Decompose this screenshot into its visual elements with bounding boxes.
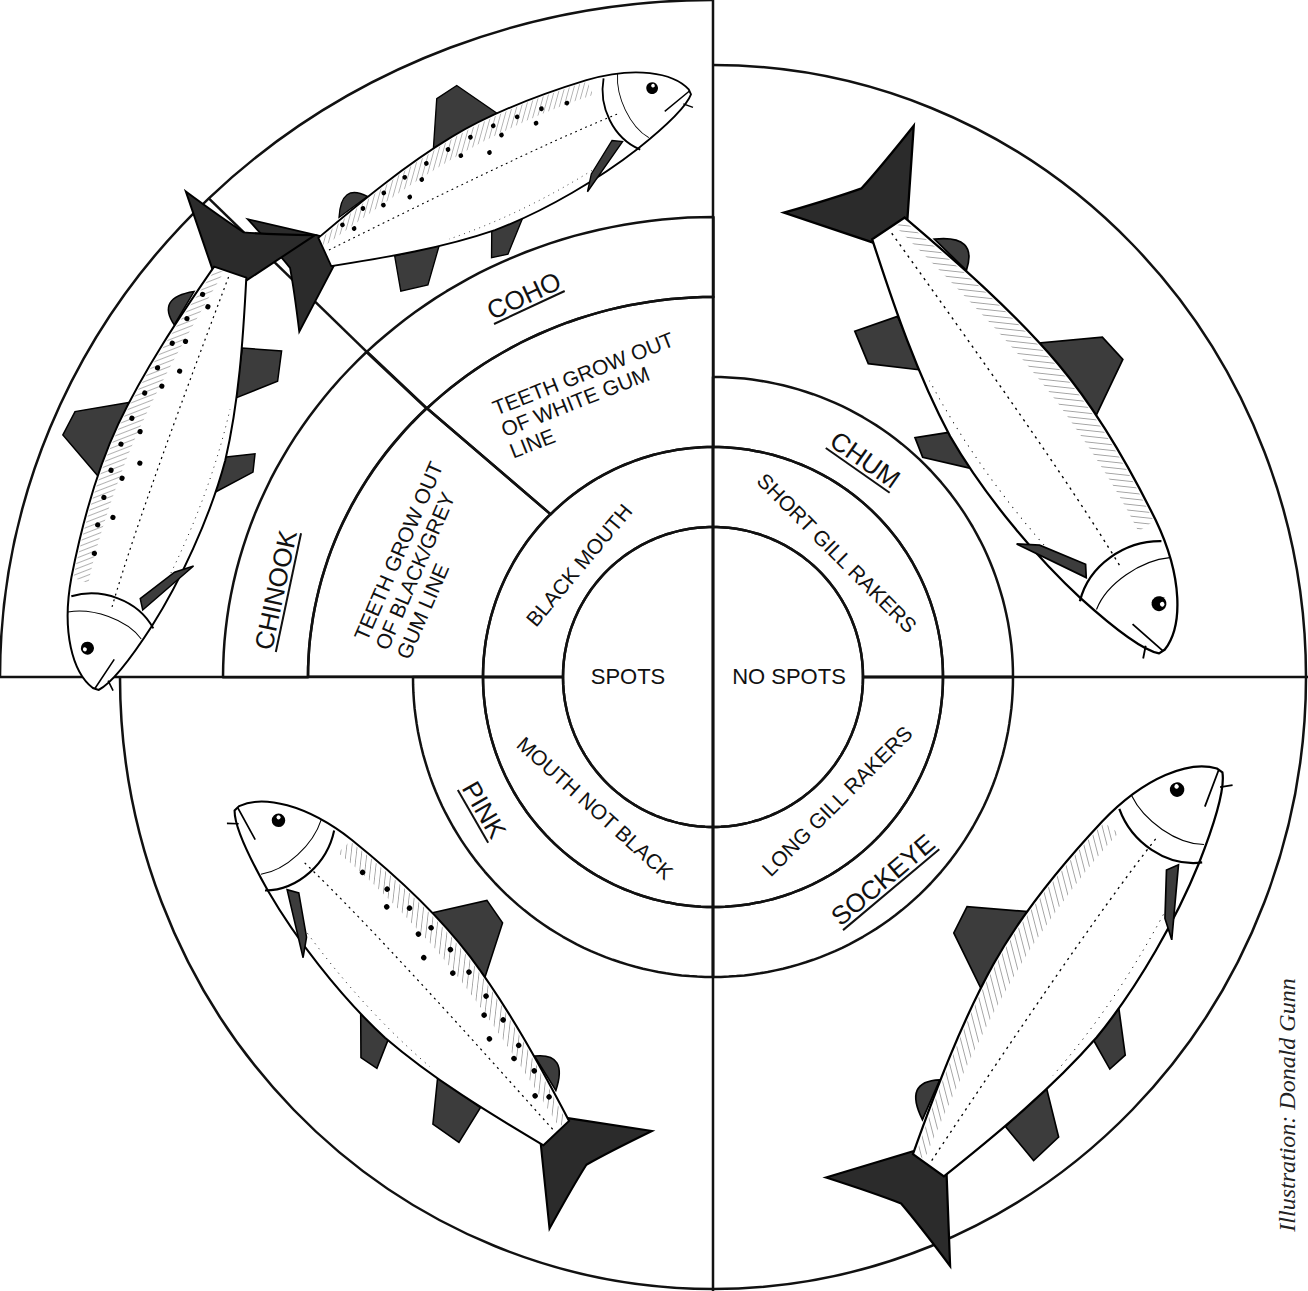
- segment-outline: [713, 447, 943, 677]
- text-holder: COHO: [483, 267, 566, 326]
- key-text: TEETH GROW OUT OF WHITE GUM LINE: [489, 324, 704, 463]
- key-text: MOUTH NOT BLACK: [513, 732, 678, 884]
- wheel-segment: SHORT GILL RAKERS: [710, 444, 946, 680]
- segment-outline: [563, 527, 713, 827]
- credit-note: Illustration: Donald Gunn: [1274, 978, 1300, 1231]
- segment-outline: [480, 444, 716, 680]
- text-holder: TEETH GROW OUT OF WHITE GUM LINE: [489, 324, 704, 463]
- species-name: COHO: [483, 267, 566, 326]
- text-holder: TEETH GROW OUT OF BLACK/GREY GUM LINE: [350, 448, 495, 663]
- key-text: SHORT GILL RAKERS: [753, 468, 922, 637]
- segment-outline: [480, 674, 716, 910]
- key-text: TEETH GROW OUT OF BLACK/GREY GUM LINE: [350, 448, 495, 663]
- wheel-segment: MOUTH NOT BLACK: [480, 674, 716, 910]
- text-holder: SOCKEYE: [826, 829, 941, 932]
- text-holder: Illustration: Donald Gunn: [1274, 978, 1300, 1231]
- segment-outline: [713, 377, 1013, 677]
- segment-outline: [710, 674, 1016, 980]
- wheel-segment: CHUM: [710, 374, 1016, 680]
- text-holder: CHINOOK: [249, 527, 302, 652]
- species-name: SOCKEYE: [826, 829, 941, 932]
- species-name: CHINOOK: [249, 527, 302, 652]
- species-name: PINK: [456, 776, 511, 843]
- text-holder: SPOTS: [591, 665, 666, 689]
- text-holder: NO SPOTS: [732, 665, 846, 689]
- text-holder: SHORT GILL RAKERS: [753, 468, 922, 637]
- key-text: NO SPOTS: [732, 665, 846, 689]
- segment-outline: [710, 374, 1016, 680]
- wheel-segment: BLACK MOUTH: [480, 444, 716, 680]
- wheel-segment: TEETH GROW OUT OF WHITE GUM LINE: [424, 294, 716, 517]
- text-holder: PINK: [456, 776, 511, 843]
- salmon-illustration: [0, 0, 1292, 1278]
- segment-outline: [410, 674, 716, 980]
- key-text: SPOTS: [591, 665, 666, 689]
- wheel-segment: PINK: [410, 674, 716, 980]
- segment-outline: [483, 447, 713, 677]
- segment-outline: [413, 677, 713, 977]
- segment-outline: [710, 444, 946, 680]
- segment-outline: [483, 677, 713, 907]
- segment-outline: [713, 677, 1013, 977]
- segment-outline: [427, 297, 713, 514]
- wheel-segment: SOCKEYE: [710, 674, 1016, 980]
- text-holder: MOUTH NOT BLACK: [513, 732, 678, 884]
